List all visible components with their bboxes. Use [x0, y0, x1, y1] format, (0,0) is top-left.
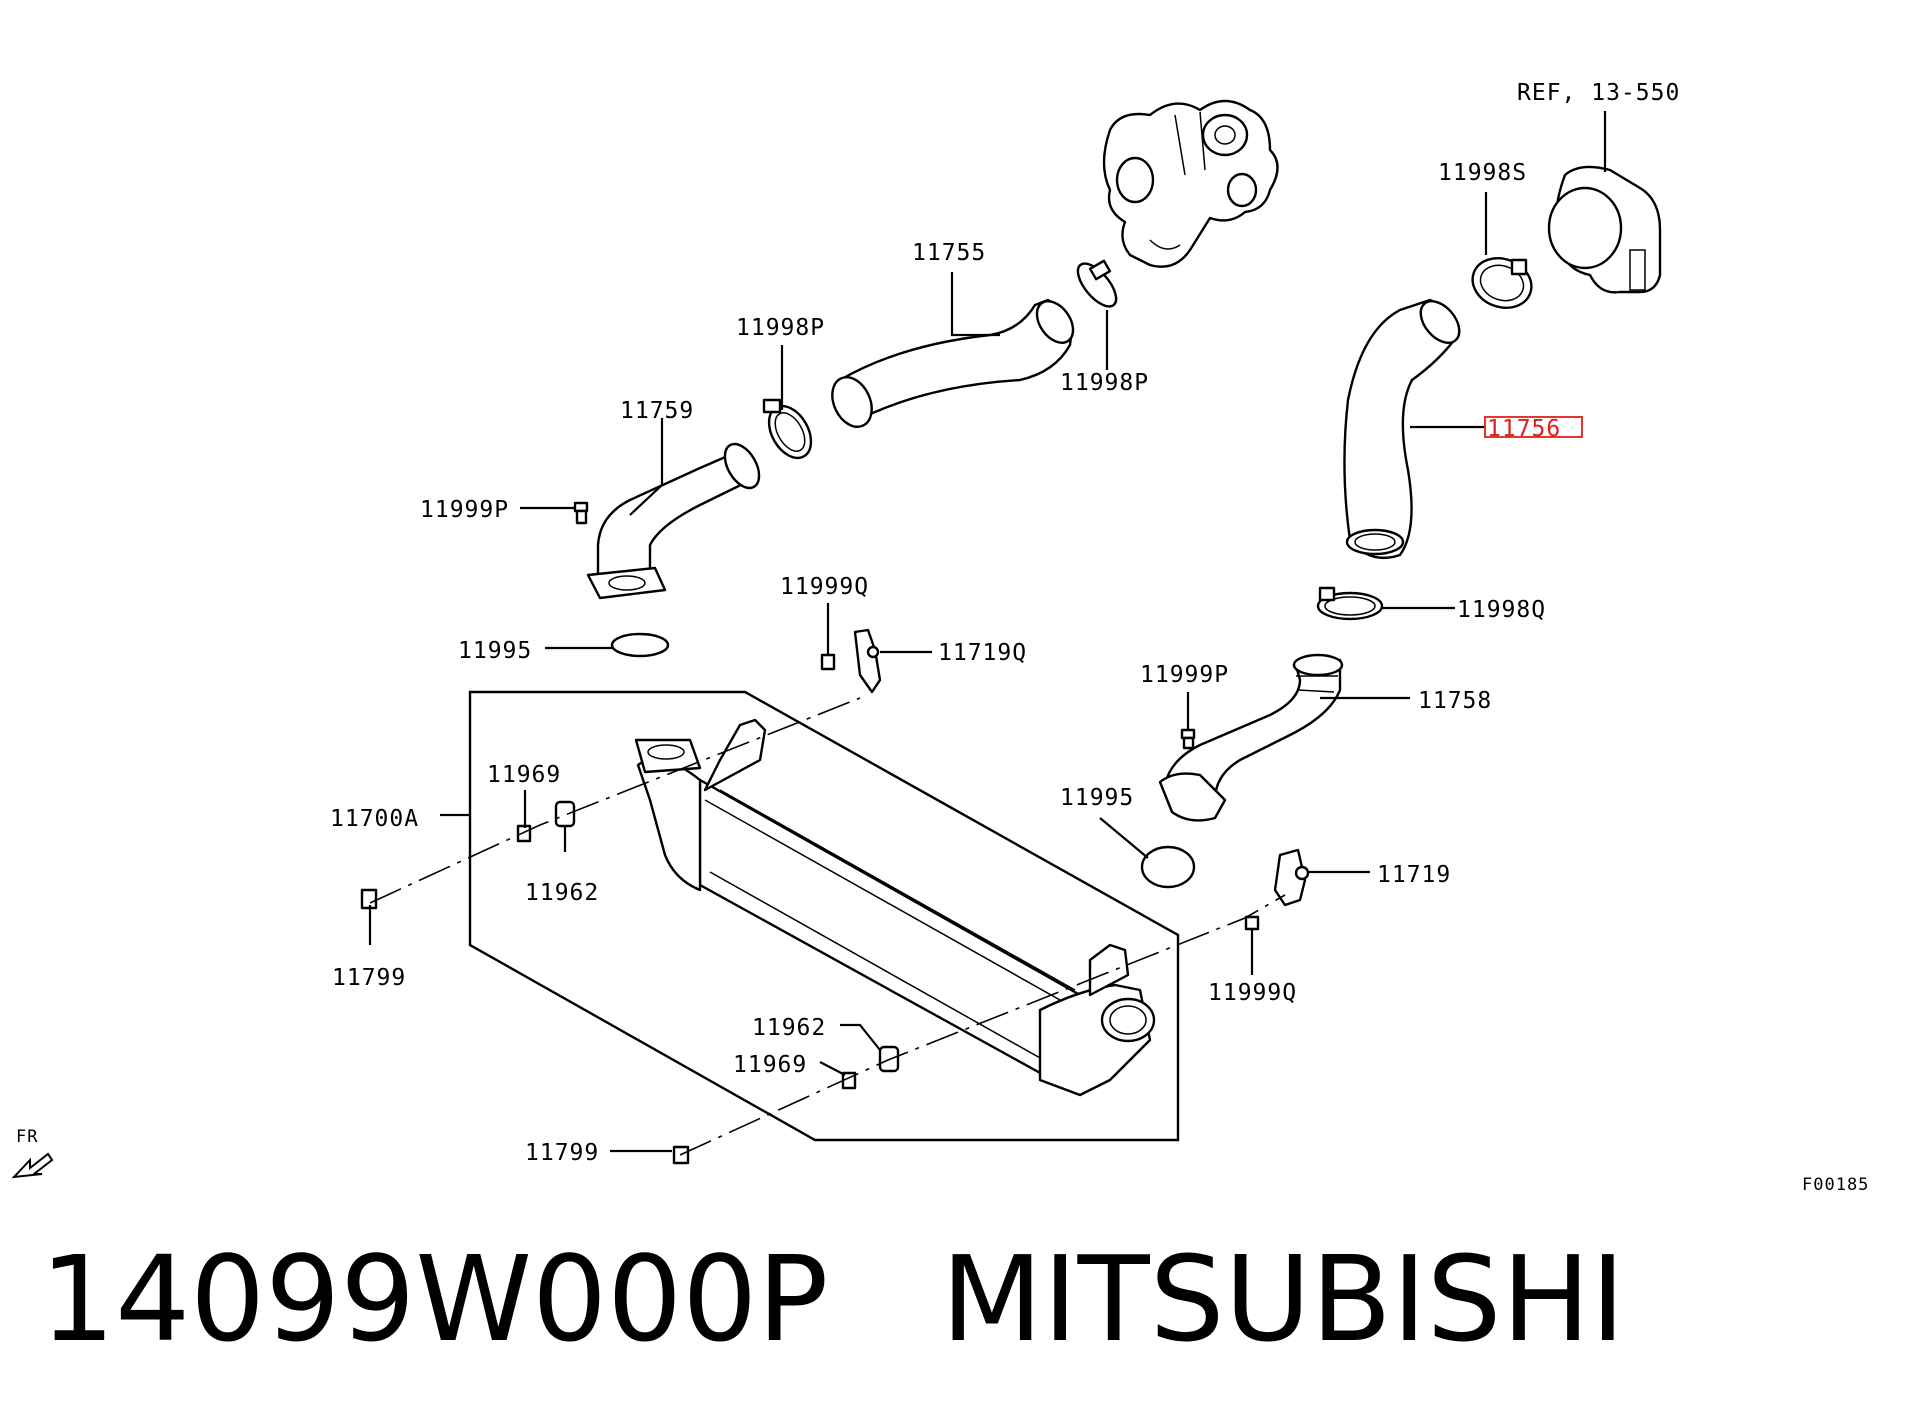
- oring-11995-right-part: [1140, 845, 1196, 889]
- callout-11799-lower: 11799: [525, 1140, 599, 1166]
- pipe-11758-part: [1158, 653, 1344, 822]
- front-direction-label: FR: [16, 1127, 38, 1147]
- callout-11998Q: 11998Q: [1457, 597, 1546, 623]
- pipe-11759-part: [586, 442, 761, 600]
- callout-11719: 11719: [1377, 862, 1451, 888]
- assembly-11700A-frame: [468, 690, 1180, 1142]
- front-arrow-icon: [11, 1152, 54, 1179]
- callout-11999Q-upper: 11999Q: [780, 574, 869, 600]
- callout-11759: 11759: [620, 398, 694, 424]
- clamp-11998P-lower-part: [762, 398, 813, 460]
- callout-11995-left: 11995: [458, 638, 532, 664]
- clamp-11998S-part: [1471, 257, 1533, 309]
- callout-11998P-right: 11998P: [1060, 370, 1149, 396]
- hose-11756-part: [1343, 298, 1461, 560]
- callout-11719Q: 11719Q: [938, 640, 1027, 666]
- turbocharger-part: [1102, 99, 1279, 268]
- diagram-code: F00185: [1802, 1175, 1869, 1195]
- callout-11756: 11756: [1487, 416, 1561, 442]
- part-number: 14099W000P: [40, 1230, 829, 1368]
- callout-11799-upper: 11799: [332, 965, 406, 991]
- clamp-11998P-upper-part: [1076, 259, 1118, 308]
- bolt-11999P-right-part: [1180, 728, 1196, 750]
- bracket-11719Q-part: [853, 628, 882, 694]
- brand-name: MITSUBISHI: [940, 1230, 1626, 1368]
- callout-11995-right: 11995: [1060, 785, 1134, 811]
- callout-11962-upper: 11962: [525, 880, 599, 906]
- callout-11999Q-lower: 11999Q: [1208, 980, 1297, 1006]
- throttle-body-part: [1547, 111, 1662, 294]
- callout-11758: 11758: [1418, 688, 1492, 714]
- bracket-11719-part: [1273, 848, 1310, 907]
- callout-11755: 11755: [912, 240, 986, 266]
- leader-lines: [368, 192, 1488, 1153]
- grommet-11962-upper-part: [554, 800, 576, 828]
- hose-11755-part: [831, 298, 1075, 428]
- front-direction-marker: FR: [11, 1127, 54, 1179]
- callout-ref-13-550: REF, 13-550: [1517, 80, 1680, 106]
- highlight-box-11756: [1484, 416, 1583, 438]
- oring-11995-left-part: [610, 632, 670, 658]
- callout-11969-lower: 11969: [733, 1052, 807, 1078]
- callout-11962-lower: 11962: [752, 1015, 826, 1041]
- callout-11998P-left: 11998P: [736, 315, 825, 341]
- part-caption: 14099W000P MITSUBISHI: [40, 1240, 1625, 1358]
- callout-11969-upper: 11969: [487, 762, 561, 788]
- callout-11998S: 11998S: [1438, 160, 1527, 186]
- callout-11999P-right: 11999P: [1140, 662, 1229, 688]
- clamp-11998Q-part: [1316, 586, 1384, 621]
- callout-11700A: 11700A: [330, 806, 419, 832]
- intercooler-part: [634, 718, 1156, 1097]
- callout-11999P-left: 11999P: [420, 497, 509, 523]
- bolt-11999P-left-part: [573, 501, 589, 525]
- bolt-11999Q-lower-part: [1244, 915, 1260, 931]
- bolt-11999Q-upper-part: [820, 653, 836, 671]
